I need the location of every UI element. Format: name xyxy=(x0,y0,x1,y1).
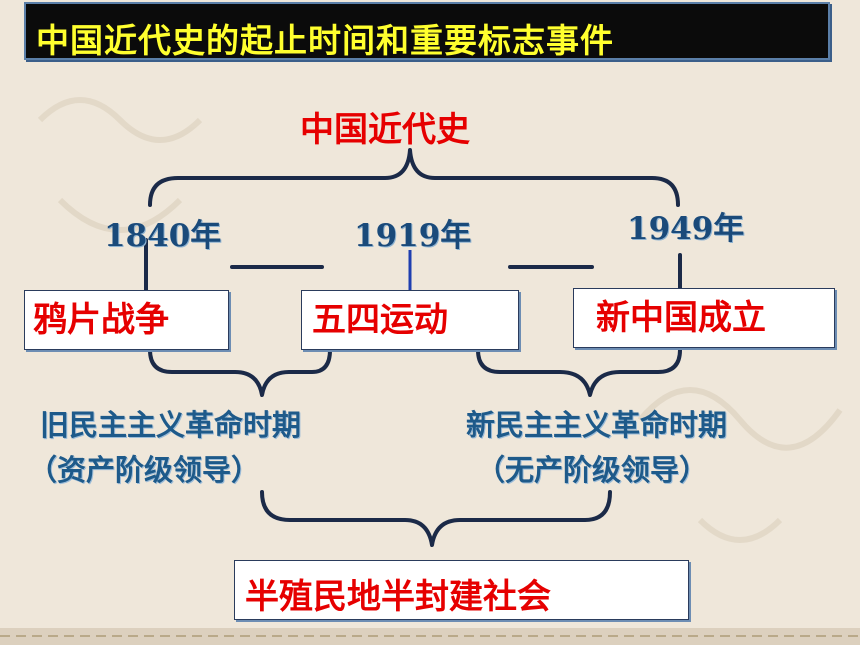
society-box: 半殖民地半封建社会 xyxy=(234,560,689,620)
year-1949: 1949年 xyxy=(627,211,745,247)
event-opium-war-label: 鸦片战争 xyxy=(33,300,169,340)
society-label: 半殖民地半封建社会 xyxy=(245,577,551,617)
period-new-democratic: 新民主主义革命时期 xyxy=(466,408,728,442)
page-title: 中国近代史的起止时间和重要标志事件 xyxy=(36,21,614,60)
title-bar: 中国近代史的起止时间和重要标志事件 xyxy=(24,2,830,60)
subject-heading: 中国近代史 xyxy=(300,110,470,150)
event-new-china-label: 新中国成立 xyxy=(596,298,766,338)
period-new-leader: （无产阶级领导） xyxy=(476,453,709,487)
event-new-china: 新中国成立 xyxy=(573,288,835,348)
period-old-democratic: 旧民主主义革命时期 xyxy=(40,408,302,442)
period-old-leader: （资产阶级领导） xyxy=(28,453,261,487)
year-1919: 1919年 xyxy=(354,218,472,254)
year-1840: 1840年 xyxy=(104,218,222,254)
event-opium-war: 鸦片战争 xyxy=(24,290,229,350)
event-may-fourth: 五四运动 xyxy=(301,290,519,350)
event-may-fourth-label: 五四运动 xyxy=(312,300,448,340)
